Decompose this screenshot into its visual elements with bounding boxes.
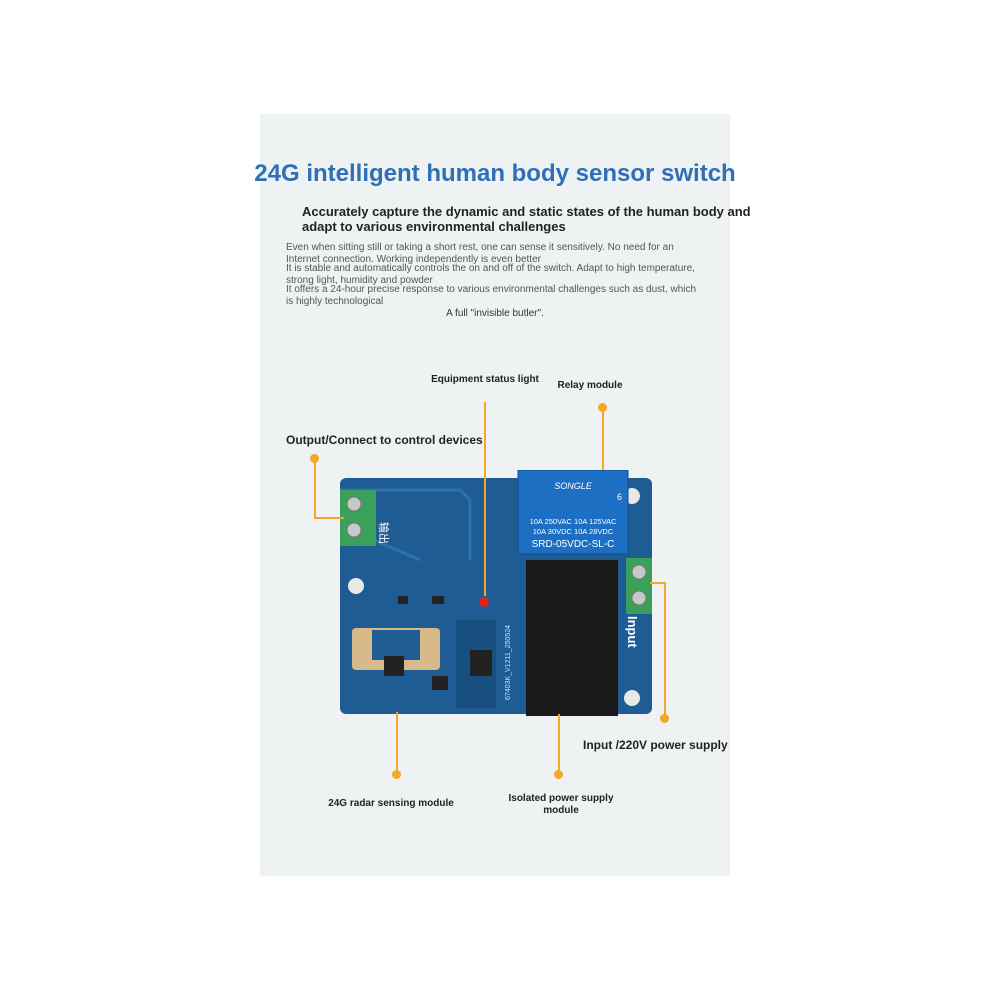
- relay-board-image: 输出 SONGLE 6 10A 250VAC 10A 125VAC 10A 30…: [340, 470, 652, 716]
- relay-callout-dot: [598, 403, 607, 412]
- relay-module: [517, 470, 629, 555]
- isolated-leader: [558, 714, 560, 774]
- isolated-power-label: Isolated power supply module: [508, 793, 614, 816]
- radar-callout-dot: [392, 770, 401, 779]
- relay-brand: SONGLE: [554, 481, 593, 491]
- description-1: Even when sitting still or taking a shor…: [286, 242, 674, 265]
- relay-rating-1: 10A 250VAC 10A 125VAC: [530, 517, 617, 526]
- status-light-leader: [484, 402, 486, 596]
- power-supply-block: [526, 560, 618, 716]
- status-led: [479, 597, 489, 607]
- relay-label: Relay module: [557, 380, 623, 391]
- pcb-code: 67403K_V1211_250524: [505, 625, 512, 700]
- input-leader-horizontal: [650, 582, 664, 584]
- relay-model: SRD-05VDC-SL-C: [532, 539, 615, 550]
- output-leader-vertical: [314, 458, 316, 518]
- output-leader-horizontal: [314, 517, 344, 519]
- description-3: It offers a 24-hour precise response to …: [286, 284, 697, 307]
- relay-leader: [602, 408, 604, 470]
- output-label: Output/Connect to control devices: [286, 433, 483, 447]
- relay-number: 6: [617, 492, 622, 502]
- status-light-label: Equipment status light: [431, 374, 539, 385]
- subtitle: Accurately capture the dynamic and stati…: [302, 204, 751, 234]
- isolated-callout-dot: [554, 770, 563, 779]
- relay-rating-2: 10A 30VDC 10A 28VDC: [533, 527, 614, 536]
- input-silk-label: Input: [625, 616, 640, 648]
- input-callout-dot: [660, 714, 669, 723]
- radar-leader: [396, 712, 398, 774]
- description-2: It is stable and automatically controls …: [286, 263, 695, 286]
- page-title: 24G intelligent human body sensor switch: [254, 160, 736, 187]
- output-silk-label: 输出: [377, 522, 391, 544]
- radar-label: 24G radar sensing module: [328, 798, 454, 809]
- input-leader-vertical: [664, 582, 666, 718]
- input-power-label: Input /220V power supply: [583, 738, 728, 752]
- tagline: A full "invisible butler".: [446, 308, 544, 319]
